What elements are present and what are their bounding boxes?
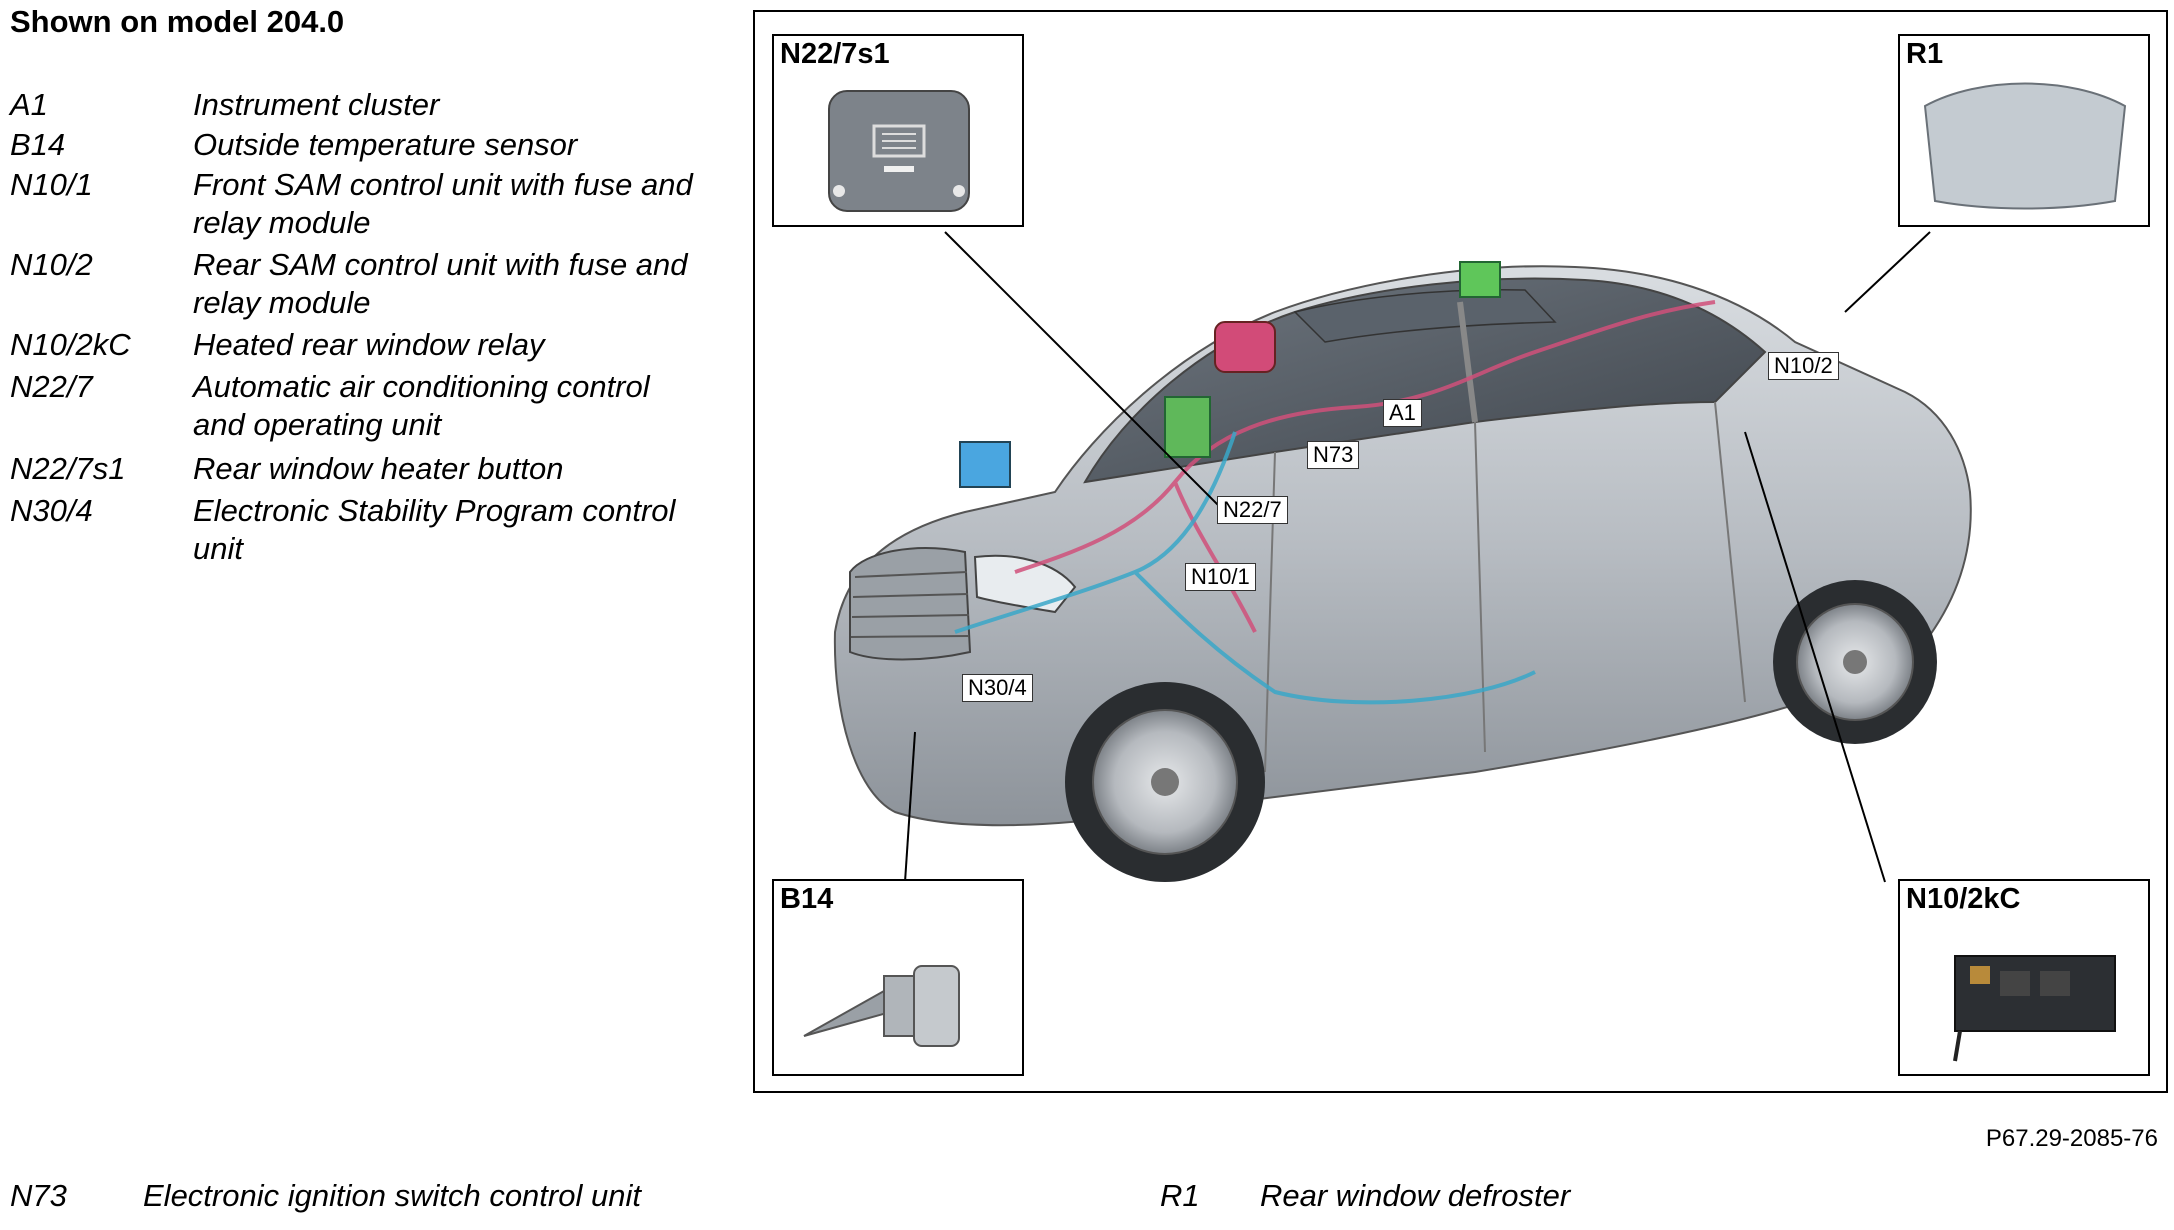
page-heading: Shown on model 204.0 [10, 4, 345, 39]
legend-row: N22/7 Automatic air conditioning control… [10, 368, 710, 444]
vehicle-diagram: N22/7s1 R1 B14 N10/2kC [753, 10, 2168, 1093]
relay-module-icon [1953, 955, 2116, 1062]
legend-row: N10/2kC Heated rear window relay [10, 326, 710, 364]
rear-window-icon [1923, 82, 2127, 210]
legend-description: Rear window defroster [1260, 1178, 1571, 1213]
car-body [833, 265, 1972, 827]
inset-rear-window-heater-button: N22/7s1 [772, 34, 1024, 227]
heater-button-icon [828, 90, 970, 212]
legend-code: N73 [10, 1178, 67, 1213]
wiring-blue [954, 431, 1536, 705]
sunroof [1293, 289, 1557, 343]
legend-code: A1 [10, 87, 48, 122]
callout-instrument-cluster: A1 [1383, 399, 1422, 427]
callout-esp-unit: N30/4 [962, 674, 1033, 702]
legend-description: Rear SAM control unit with fuse and rela… [193, 247, 688, 320]
rear-wheel [1773, 580, 1937, 744]
component-legend: A1 Instrument cluster B14 Outside temper… [10, 86, 710, 568]
esp-unit-shape [959, 441, 1011, 488]
legend-description: Rear window heater button [193, 451, 564, 486]
bottom-legend-ignition: N73 Electronic ignition switch control u… [10, 1178, 641, 1214]
inset-label: N22/7s1 [780, 38, 890, 70]
bottom-legend-defroster: R1 Rear window defroster [1160, 1178, 1570, 1214]
legend-code: B14 [10, 127, 66, 162]
front-sam-shape [1164, 396, 1211, 458]
legend-code: R1 [1160, 1178, 1200, 1213]
legend-code: N30/4 [10, 493, 93, 528]
legend-row: N22/7s1 Rear window heater button [10, 450, 710, 488]
inset-label: B14 [780, 883, 834, 915]
legend-code: N22/7s1 [10, 451, 126, 486]
rear-sam-shape [1459, 261, 1501, 298]
legend-code: N10/2kC [10, 327, 131, 362]
wiring-pink [1014, 300, 1716, 633]
grille-slats [850, 571, 970, 638]
legend-code: N10/1 [10, 167, 93, 202]
legend-description: Front SAM control unit with fuse and rel… [193, 167, 693, 240]
figure-reference: P67.29-2085-76 [1985, 1125, 2158, 1152]
front-grille [849, 547, 972, 661]
car-illustration [833, 231, 1972, 883]
callout-air-conditioning-unit: N22/7 [1217, 496, 1288, 524]
legend-description: Electronic Stability Program control uni… [193, 493, 676, 566]
front-wheel [1065, 682, 1265, 882]
legend-description: Electronic ignition switch control unit [143, 1178, 641, 1213]
legend-row: N10/1 Front SAM control unit with fuse a… [10, 166, 710, 242]
inset-rear-window-defroster: R1 [1898, 34, 2150, 227]
legend-row: N10/2 Rear SAM control unit with fuse an… [10, 246, 710, 322]
callout-rear-sam: N10/2 [1768, 352, 1839, 380]
inset-label: N10/2kC [1906, 883, 2021, 915]
instrument-cluster-shape [1214, 321, 1276, 373]
headlight [973, 554, 1077, 614]
legend-description: Instrument cluster [193, 87, 440, 122]
inset-heated-rear-window-relay: N10/2kC [1898, 879, 2150, 1076]
legend-description: Outside temperature sensor [193, 127, 578, 162]
callout-ignition-switch: N73 [1307, 441, 1360, 469]
inset-outside-temperature-sensor: B14 [772, 879, 1024, 1076]
legend-row: A1 Instrument cluster [10, 86, 710, 124]
legend-description: Heated rear window relay [193, 327, 545, 362]
temperature-sensor-icon [803, 965, 960, 1047]
callout-front-sam: N10/1 [1185, 563, 1256, 591]
legend-row: N30/4 Electronic Stability Program contr… [10, 492, 710, 568]
b-pillar [1457, 301, 1478, 423]
legend-row: B14 Outside temperature sensor [10, 126, 710, 164]
legend-description: Automatic air conditioning control and o… [193, 369, 650, 442]
legend-code: N10/2 [10, 247, 93, 282]
legend-code: N22/7 [10, 369, 93, 404]
leader-lines [904, 231, 1931, 883]
inset-label: R1 [1906, 38, 1944, 70]
